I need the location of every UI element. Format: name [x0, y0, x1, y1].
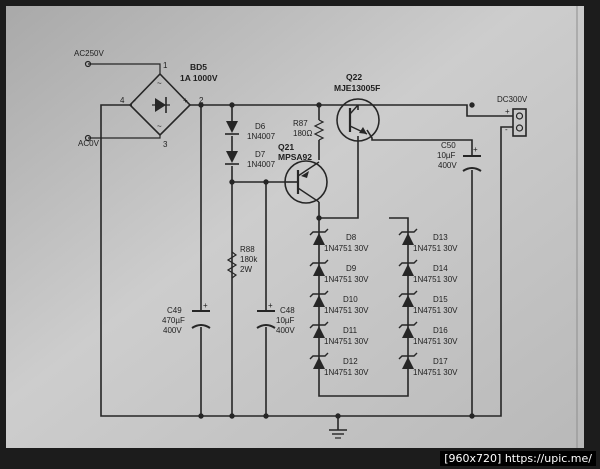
- svg-text:DC300V: DC300V: [497, 95, 528, 104]
- svg-text:1N4751 30V: 1N4751 30V: [413, 275, 458, 284]
- zener-d16: D16 1N4751 30V: [398, 321, 458, 346]
- capacitor-c50: + C50 10µF 400V: [437, 141, 482, 172]
- svg-text:1: 1: [163, 61, 168, 70]
- svg-text:D6: D6: [255, 122, 266, 131]
- svg-text:1A 1000V: 1A 1000V: [180, 73, 218, 83]
- ac250v-terminal: AC250V: [74, 49, 104, 68]
- svg-text:+: +: [268, 301, 273, 310]
- svg-text:Q21: Q21: [278, 142, 294, 152]
- svg-text:4: 4: [120, 96, 125, 105]
- svg-text:D7: D7: [255, 150, 266, 159]
- svg-text:400V: 400V: [276, 326, 295, 335]
- svg-text:3: 3: [163, 140, 168, 149]
- svg-text:D16: D16: [433, 326, 448, 335]
- svg-text:D14: D14: [433, 264, 448, 273]
- svg-text:1N4751 30V: 1N4751 30V: [413, 337, 458, 346]
- svg-text:1N4007: 1N4007: [247, 160, 276, 169]
- svg-text:MPSA92: MPSA92: [278, 152, 312, 162]
- svg-text:R87: R87: [293, 119, 308, 128]
- svg-text:1N4751 30V: 1N4751 30V: [324, 337, 369, 346]
- svg-text:10µF: 10µF: [276, 316, 295, 325]
- svg-text:D12: D12: [343, 357, 358, 366]
- svg-text:D15: D15: [433, 295, 448, 304]
- transistor-q21: Q21 MPSA92: [278, 142, 328, 204]
- svg-text:470µF: 470µF: [162, 316, 185, 325]
- svg-text:D10: D10: [343, 295, 358, 304]
- svg-text:C49: C49: [167, 306, 182, 315]
- svg-text:1N4751 30V: 1N4751 30V: [324, 244, 369, 253]
- svg-text:2W: 2W: [240, 265, 252, 274]
- svg-text:C48: C48: [280, 306, 295, 315]
- zener-d13: D13 1N4751 30V: [398, 228, 458, 253]
- paper-sheet: [6, 6, 584, 448]
- svg-text:BD5: BD5: [190, 62, 207, 72]
- transistor-q22: Q22 MJE13005F: [334, 72, 380, 142]
- svg-text:R88: R88: [240, 245, 255, 254]
- svg-text:1N4751 30V: 1N4751 30V: [413, 306, 458, 315]
- svg-text:AC250V: AC250V: [74, 49, 104, 58]
- zener-d12: D12 1N4751 30V: [309, 352, 369, 377]
- zener-d17: D17 1N4751 30V: [398, 352, 458, 377]
- bd5-bridge-rectifier: ~ ~ + - 1 2 3 4 BD5 1A 1000V: [120, 61, 218, 149]
- junction-dots: [198, 102, 475, 419]
- zener-d10: D10 1N4751 30V: [309, 290, 369, 315]
- svg-text:AC0V: AC0V: [78, 139, 100, 148]
- svg-text:-: -: [133, 96, 136, 105]
- capacitor-c48: + C48 10µF 400V: [256, 301, 295, 335]
- svg-text:D13: D13: [433, 233, 448, 242]
- svg-text:+: +: [183, 96, 188, 105]
- zener-d15: D15 1N4751 30V: [398, 290, 458, 315]
- ground-symbol: [329, 429, 347, 439]
- image-source-caption: [960x720] https://upic.me/: [440, 451, 596, 466]
- svg-text:~: ~: [157, 122, 162, 131]
- svg-text:D17: D17: [433, 357, 448, 366]
- ac0v-terminal: AC0V: [78, 134, 100, 148]
- svg-text:MJE13005F: MJE13005F: [334, 83, 380, 93]
- zener-d14: D14 1N4751 30V: [398, 259, 458, 284]
- zener-d11: D11 1N4751 30V: [309, 321, 369, 346]
- resistor-r88: R88 180k 2W: [226, 245, 258, 279]
- zener-d9: D9 1N4751 30V: [309, 259, 369, 284]
- svg-text:+: +: [203, 301, 208, 310]
- svg-text:400V: 400V: [438, 161, 457, 170]
- diode-d7: D7 1N4007: [225, 150, 276, 169]
- svg-text:2: 2: [199, 96, 204, 105]
- svg-text:1N4751 30V: 1N4751 30V: [324, 275, 369, 284]
- svg-text:180k: 180k: [240, 255, 258, 264]
- svg-text:1N4007: 1N4007: [247, 132, 276, 141]
- svg-text:D9: D9: [346, 264, 357, 273]
- svg-text:+: +: [505, 107, 510, 116]
- capacitor-c49: + C49 470µF 400V: [162, 301, 211, 335]
- svg-text:C50: C50: [441, 141, 456, 150]
- svg-text:400V: 400V: [163, 326, 182, 335]
- svg-text:~: ~: [157, 79, 162, 88]
- diode-d6: D6 1N4007: [225, 121, 276, 141]
- svg-text:D8: D8: [346, 233, 357, 242]
- svg-text:D11: D11: [343, 326, 358, 335]
- dc300v-connector: DC300V + -: [497, 95, 528, 137]
- svg-text:+: +: [473, 145, 478, 154]
- svg-text:1N4751 30V: 1N4751 30V: [413, 244, 458, 253]
- svg-text:180Ω: 180Ω: [293, 129, 312, 138]
- svg-text:1N4751 30V: 1N4751 30V: [324, 368, 369, 377]
- svg-text:-: -: [505, 125, 508, 134]
- svg-text:1N4751 30V: 1N4751 30V: [413, 368, 458, 377]
- svg-text:10µF: 10µF: [437, 151, 456, 160]
- resistor-r87: R87 180Ω: [293, 119, 325, 141]
- zener-d8: D8 1N4751 30V: [309, 228, 369, 253]
- svg-text:1N4751 30V: 1N4751 30V: [324, 306, 369, 315]
- svg-text:Q22: Q22: [346, 72, 362, 82]
